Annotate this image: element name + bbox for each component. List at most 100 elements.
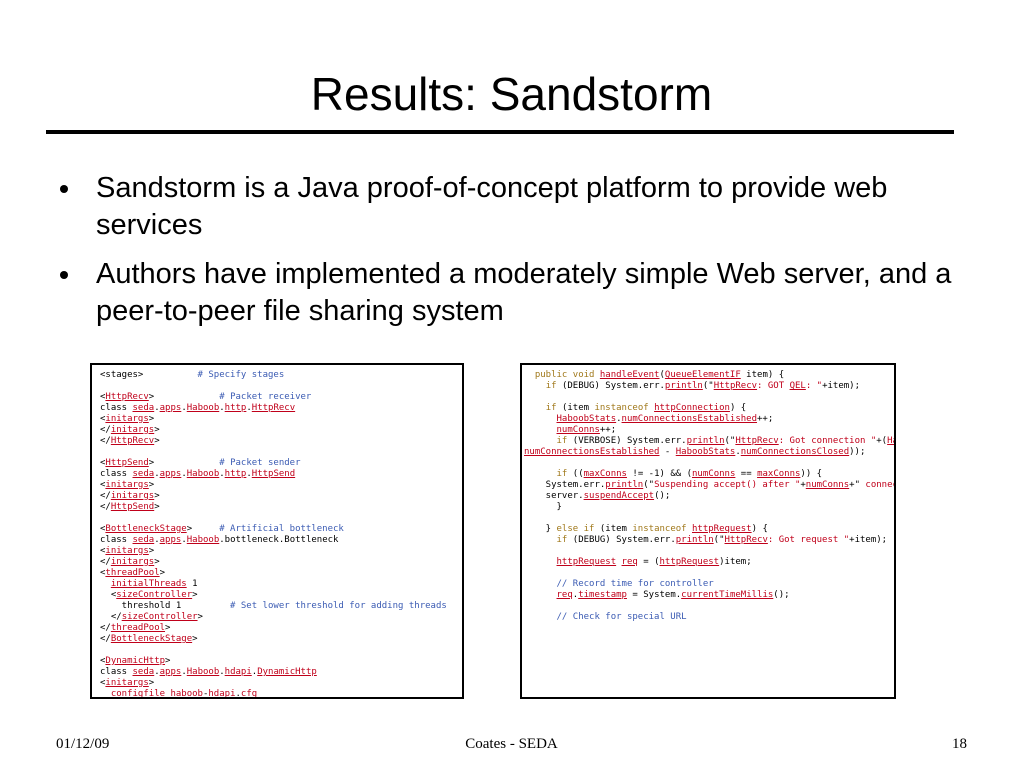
code-token: . [154,403,160,413]
code-token: </ [100,502,111,512]
code-token: (DEBUG) System.err. [561,381,665,391]
code-token: + [800,480,806,490]
code-token: ( [659,370,665,380]
code-token: threshold 1 [100,601,231,611]
code-token: Haboob [186,403,220,413]
code-token: - [659,447,676,457]
code-token: System.err. [524,480,606,490]
code-token: timestamp [578,590,627,600]
code-token: HaboobStats [887,436,894,446]
code-token: Suspending accept() after " [654,480,801,490]
code-token: numConnectionsEstablished [621,414,758,424]
code-token: if [545,381,562,391]
slide-title: Results: Sandstorm [310,68,713,120]
code-line: </sizeController> [100,612,447,623]
code-token: < [100,458,106,468]
config-code-lines: <stages> # Specify stages <HttpRecv> # P… [100,370,447,699]
bullet-icon [60,271,68,279]
code-token: initargs [105,546,149,556]
code-token: initargs [105,414,149,424]
code-token: . [246,469,252,479]
code-line: <DynamicHttp> [100,656,447,667]
code-token: > [154,491,160,501]
code-token: numConnectionsClosed [740,447,850,457]
code-token: (VERBOSE) System.err. [572,436,687,446]
code-token: (( [572,469,584,479]
code-token: sizeController [121,612,198,622]
code-token: (" [702,381,714,391]
footer-date: 01/12/09 [56,736,110,752]
code-token: )item; [719,557,752,567]
code-token: > [154,502,160,512]
code-token: sizeController [116,590,193,600]
code-token: < [100,392,106,402]
code-token: apps [159,403,182,413]
bullet-icon [60,185,68,193]
code-token: # Artificial bottleneck [219,524,344,534]
code-token: seda [132,469,155,479]
code-token: item) { [740,370,785,380]
code-token: hdapi [208,689,236,699]
code-token: # Packet sender [219,458,301,468]
code-token: . [235,689,241,699]
code-token: > [148,458,220,468]
code-token: initargs [110,491,155,501]
code-token: (" [713,535,725,545]
code-token: > [159,568,166,578]
code-token: threadPool [110,623,166,633]
code-token: > [154,436,160,446]
code-token: < [100,590,117,600]
code-token: > [192,634,198,644]
code-token: BottleneckStage [105,524,187,534]
code-line [100,645,447,656]
code-token: +item); [822,381,861,391]
code-line: class seda.apps.Haboob.http.HttpSend [100,469,447,480]
code-token: HttpSend [110,502,155,512]
code-token: .bottleneck.Bottleneck [219,535,339,545]
code-line: <threadPool> [100,568,447,579]
code-line: if (DEBUG) System.err.println("HttpRecv:… [524,535,894,546]
code-token: QEL [789,381,806,391]
code-token: </ [100,623,111,633]
code-token: . [735,447,741,457]
code-token: public void [534,370,600,380]
code-token: if [556,535,573,545]
bullet-item: Authors have implemented a moderately si… [60,256,960,330]
code-token: haboob [170,689,203,699]
code-line: </BottleneckStage> [100,634,447,645]
code-line [100,513,447,524]
code-token: numConns [556,425,600,435]
code-line: </HttpSend> [100,502,447,513]
code-token: HttpRecv [724,535,768,545]
code-token [524,612,557,622]
code-token: +item); [849,535,888,545]
code-line: <initargs> [100,546,447,557]
code-token: > [148,546,155,556]
code-token: . [154,535,160,545]
code-token: (DEBUG) System.err. [572,535,676,545]
code-line [100,447,447,458]
code-token [100,579,111,589]
code-token: threadPool [105,568,160,578]
code-token: > [148,480,155,490]
code-line: httpRequest req = (httpRequest)item; [524,557,894,568]
code-token: <stages> [100,370,198,380]
code-token: apps [159,667,182,677]
code-line [100,381,447,392]
code-token: HttpSend [251,469,296,479]
code-token: initargs [110,557,155,567]
code-line: initialThreads 1 [100,579,447,590]
code-token: println [686,436,725,446]
code-token: DynamicHttp [257,667,317,677]
code-token: : " [805,381,823,391]
code-token: </ [100,491,111,501]
code-token: )) { [800,469,823,479]
code-token: httpRequest [659,557,720,567]
code-line: <sizeController> [100,590,447,601]
code-token: > [148,414,155,424]
code-line: </initargs> [100,491,447,502]
code-line: </HttpRecv> [100,436,447,447]
code-token: HttpRecv [251,403,296,413]
code-line: } else if (item instanceof httpRequest) … [524,524,894,535]
code-token: # Set lower threshold for adding threads [230,601,447,611]
